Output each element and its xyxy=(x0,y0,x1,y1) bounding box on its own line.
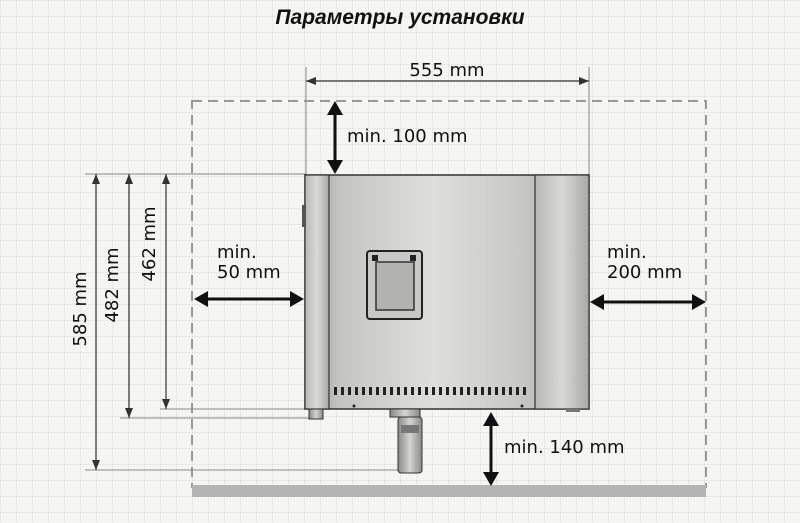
drain-pipe-flange xyxy=(389,408,421,418)
right-clearance-label-line2: 200 mm xyxy=(607,262,683,283)
left-clearance-label-line1: min. xyxy=(217,242,257,263)
top-clearance-arrow-down xyxy=(327,160,343,174)
height-482-arrow-bottom xyxy=(125,408,133,418)
water-heater xyxy=(302,174,590,474)
height-462-arrow-bottom xyxy=(162,399,170,409)
diagram-title: Параметры установки xyxy=(275,6,525,29)
width-arrow-left xyxy=(306,77,316,85)
height-462-label: 462 mm xyxy=(139,206,160,282)
left-clearance-label-line2: 50 mm xyxy=(217,262,281,283)
width-label: 555 mm xyxy=(409,60,485,81)
height-585-arrow-bottom xyxy=(92,460,100,470)
height-462-arrow-top xyxy=(162,174,170,184)
top-clearance-label: min. 100 mm xyxy=(347,126,468,147)
height-585-arrow-top xyxy=(92,174,100,184)
left-clearance-arrow-left xyxy=(194,291,208,307)
bottom-clearance-label: min. 140 mm xyxy=(504,437,625,458)
width-arrow-right xyxy=(579,77,589,85)
right-clearance-label-line1: min. xyxy=(607,242,647,263)
right-clearance-arrow-right xyxy=(692,294,706,310)
floor xyxy=(192,485,706,497)
bottom-clearance-arrow-up xyxy=(483,412,499,426)
top-clearance-arrow-up xyxy=(327,101,343,115)
height-585-label: 585 mm xyxy=(70,271,91,347)
height-482-label: 482 mm xyxy=(102,247,123,323)
left-clearance-arrow-right xyxy=(290,291,304,307)
right-clearance-arrow-left xyxy=(590,294,604,310)
bottom-clearance-arrow-down xyxy=(483,472,499,486)
ventilation-grille xyxy=(334,387,526,408)
height-482-arrow-top xyxy=(125,174,133,184)
